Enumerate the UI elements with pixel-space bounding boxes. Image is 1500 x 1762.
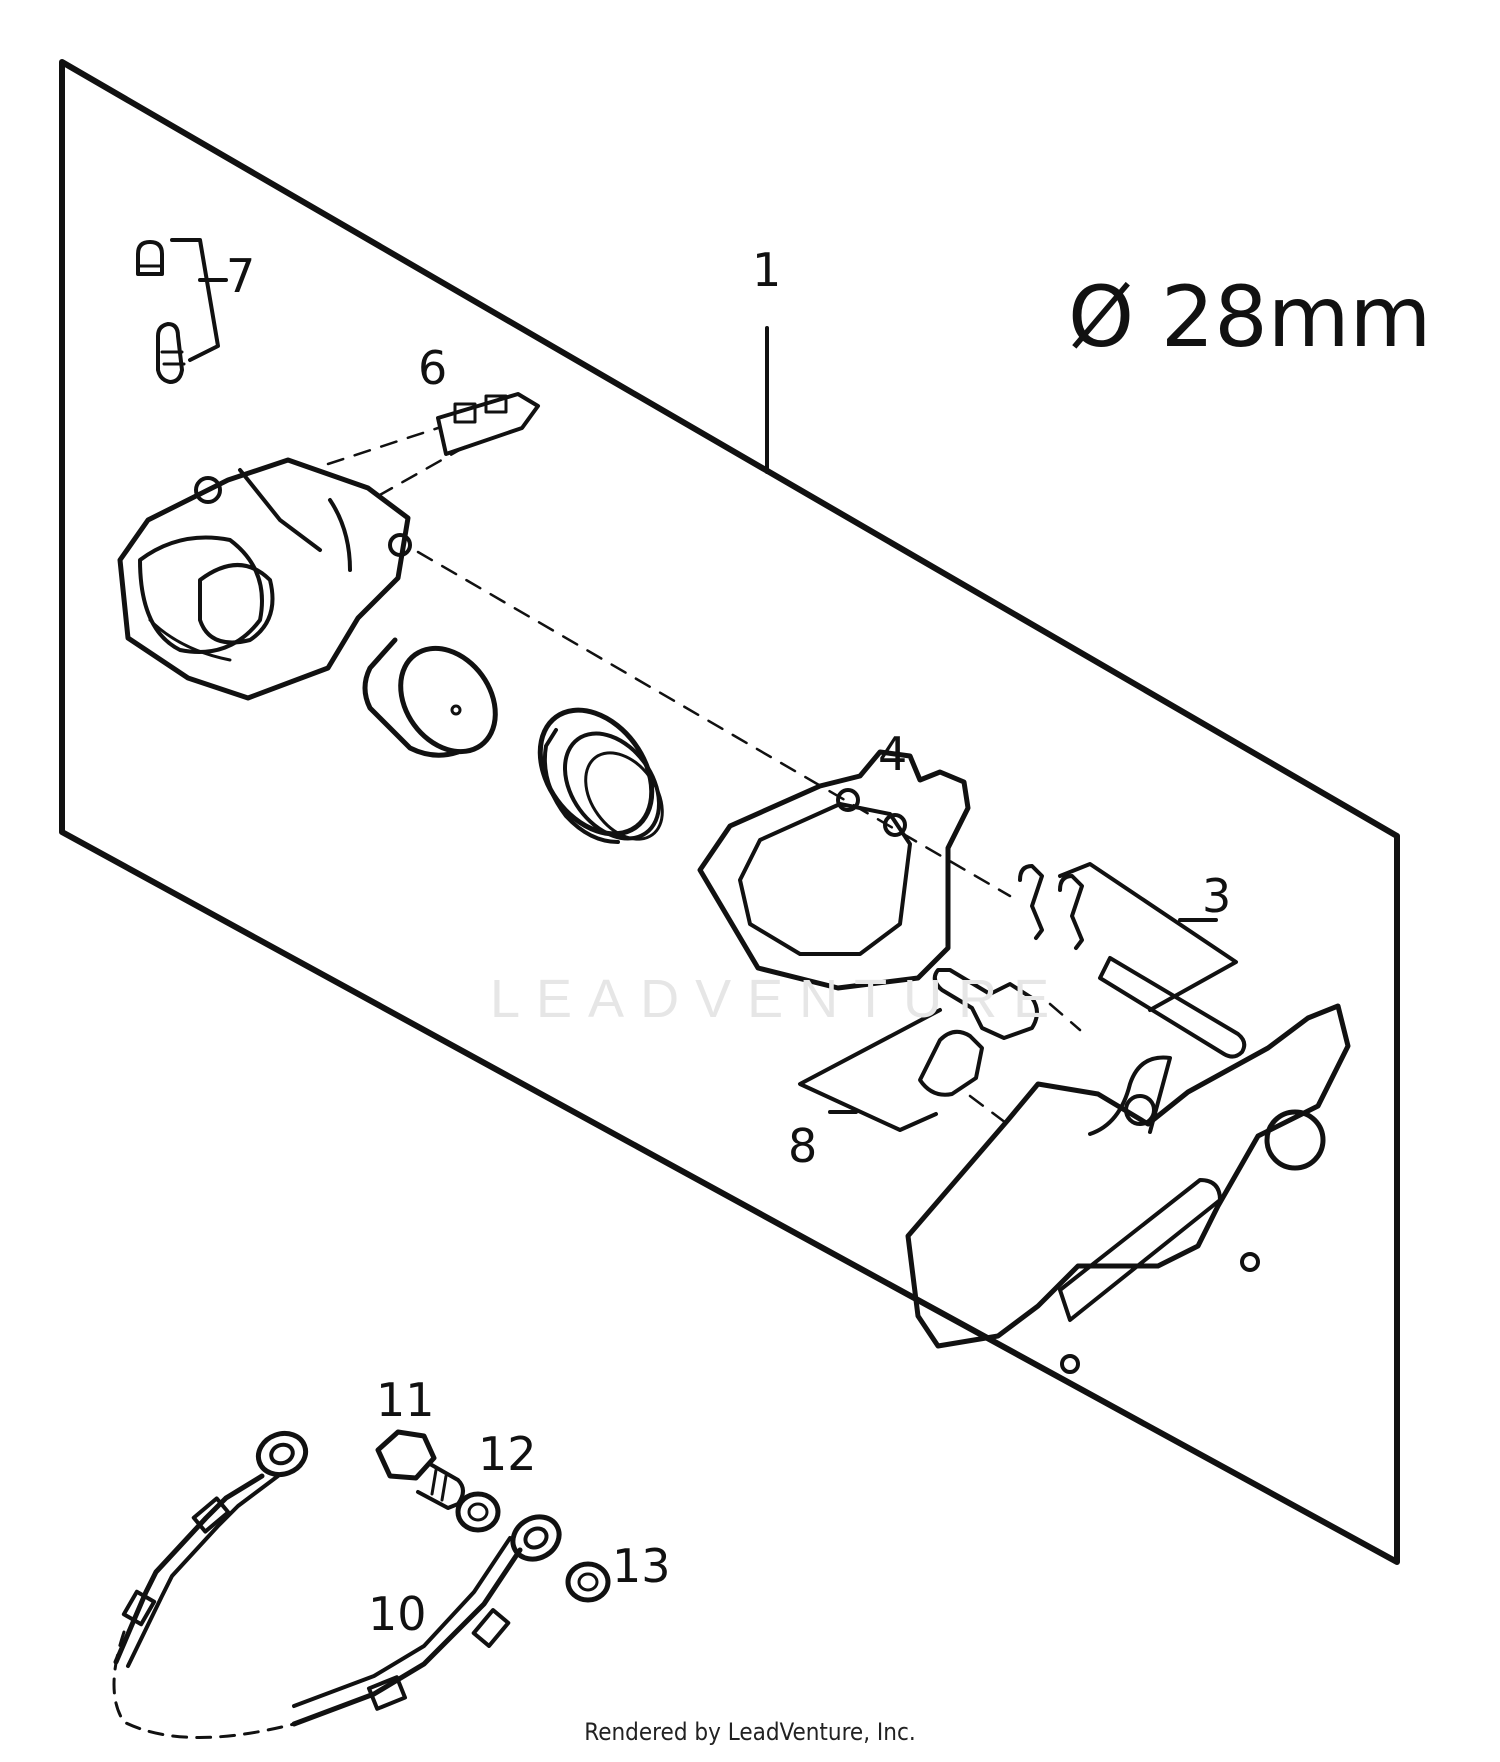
footer-credit: Rendered by LeadVenture, Inc.	[584, 1718, 916, 1746]
part-10-brake-hose	[112, 1430, 562, 1739]
assembly-axis-lines	[326, 426, 1082, 1128]
callout-7: 7	[226, 249, 255, 303]
part-8-guide-pins	[798, 968, 1039, 1132]
callout-6: 6	[418, 341, 447, 395]
callout-4: 4	[878, 727, 907, 781]
part-6-pad-spring	[436, 392, 540, 456]
watermark: LEADVENTURE	[490, 969, 1066, 1029]
part-7-bleeders	[136, 238, 228, 384]
part-seal-rings	[537, 707, 664, 844]
part-4-brake-pads	[697, 749, 971, 991]
part-3-pin-clips	[1018, 862, 1247, 1059]
callout-10: 10	[368, 1587, 427, 1641]
part-caliper-body	[117, 457, 412, 701]
part-piston	[362, 637, 498, 758]
part-13-washer	[565, 1561, 611, 1603]
callout-13: 13	[612, 1539, 671, 1593]
assembly-boundary	[59, 59, 1400, 1565]
part-12-washer	[455, 1491, 501, 1533]
callout-3: 3	[1202, 869, 1231, 923]
part-caliper-bracket	[905, 1003, 1351, 1374]
piston-size-label: Ø 28mm	[1068, 268, 1431, 366]
callout-12: 12	[478, 1427, 537, 1481]
part-11-banjo-bolt	[375, 1429, 465, 1510]
callout-1: 1	[752, 243, 781, 297]
callout-8: 8	[788, 1119, 817, 1173]
callout-11: 11	[376, 1373, 435, 1427]
